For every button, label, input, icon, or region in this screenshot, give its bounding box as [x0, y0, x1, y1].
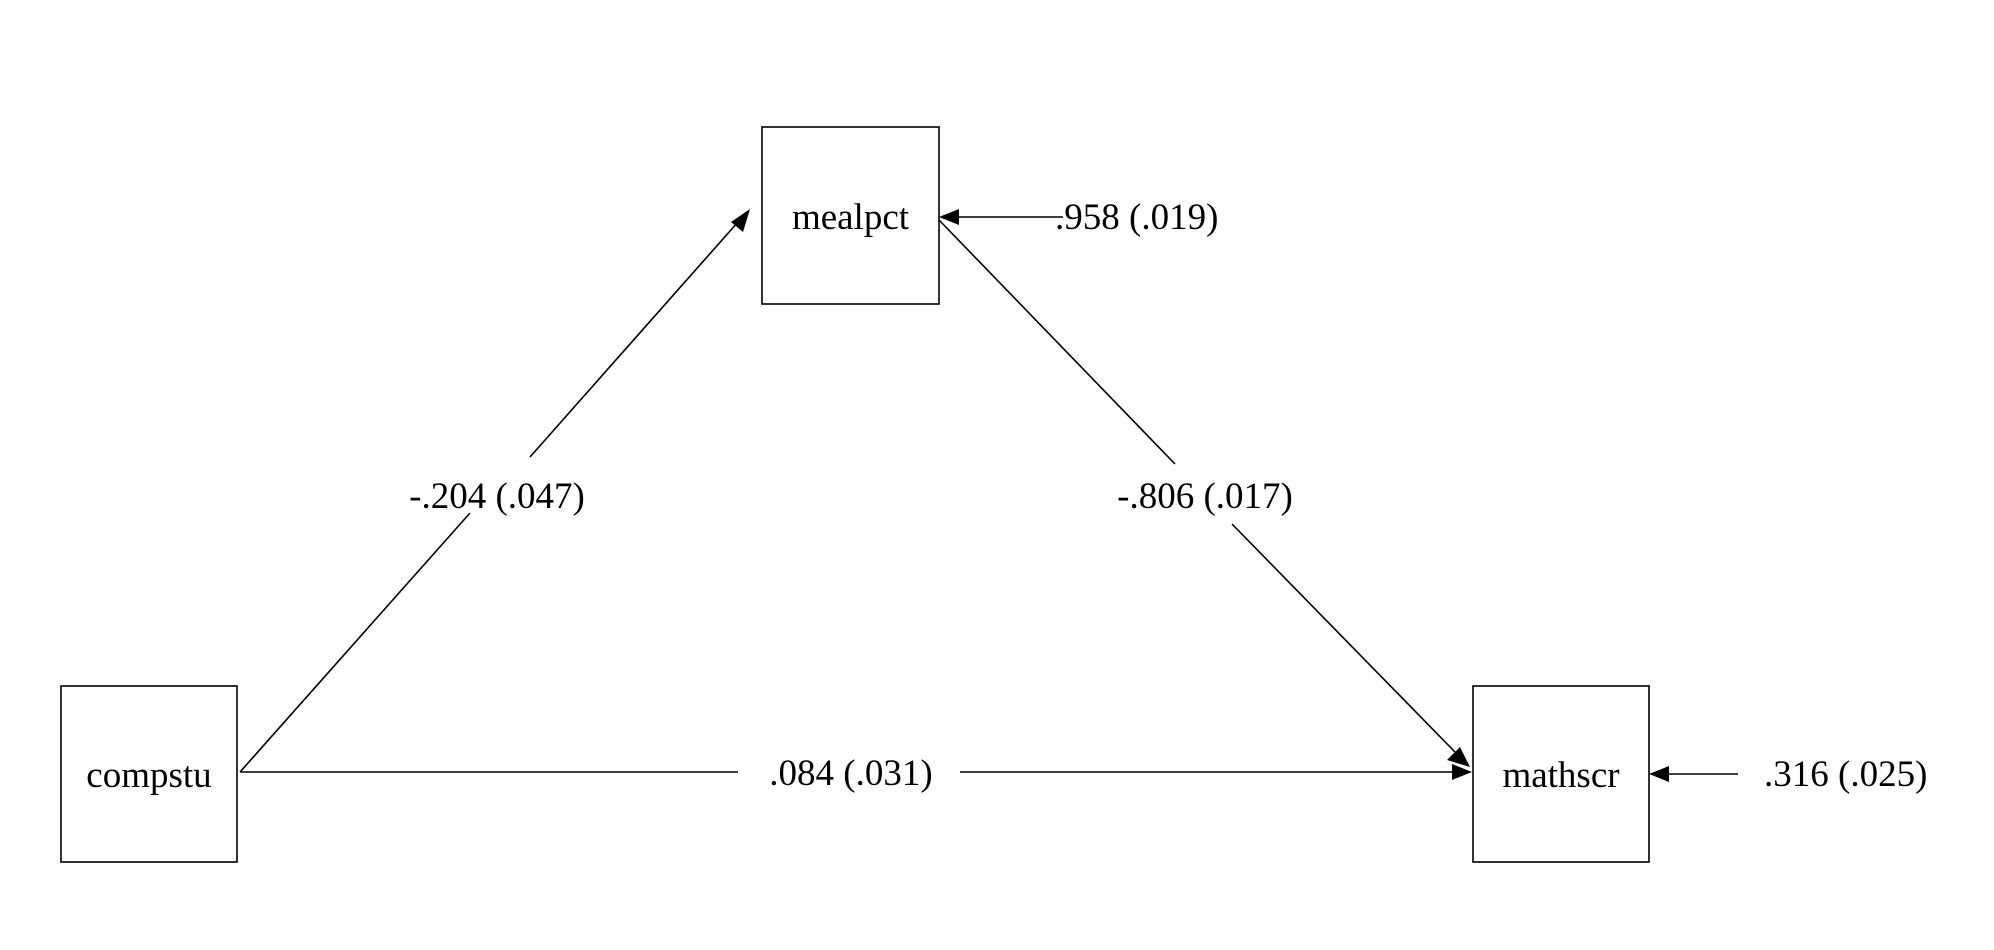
arrowhead-mathscr-from-mealpct: [1447, 747, 1470, 767]
node-mathscr-box: [1472, 685, 1650, 863]
path-label-mealpct-mathscr: -.806 (.017): [1117, 476, 1293, 517]
node-compstu: compstu: [60, 685, 238, 863]
node-compstu-label: compstu: [86, 755, 211, 796]
node-mathscr-label: mathscr: [1502, 755, 1619, 796]
node-mealpct-label: mealpct: [792, 197, 910, 238]
arrowhead-mathscr-from-compstu: [1452, 764, 1472, 780]
residual-label-mathscr: .316 (.025): [1764, 754, 1927, 795]
node-mealpct: mealpct: [761, 126, 940, 305]
path-label-compstu-mathscr: .084 (.031): [769, 753, 932, 794]
arrowhead-residual-mathscr: [1649, 766, 1669, 782]
node-mealpct-box: [761, 126, 940, 305]
arrowhead-mealpct-from-compstu: [731, 209, 750, 232]
node-compstu-box: [60, 685, 238, 863]
residual-label-mealpct: .958 (.019): [1055, 197, 1218, 238]
path-compstu-mealpct-lower: [239, 512, 471, 773]
arrowhead-residual-mealpct: [939, 209, 959, 225]
path-mealpct-mathscr-lower: [1231, 523, 1456, 753]
node-mathscr: mathscr: [1472, 685, 1650, 863]
path-mealpct-mathscr-upper: [938, 219, 1176, 465]
path-compstu-mealpct-upper: [529, 221, 739, 458]
path-label-compstu-mealpct: -.204 (.047): [409, 476, 585, 517]
